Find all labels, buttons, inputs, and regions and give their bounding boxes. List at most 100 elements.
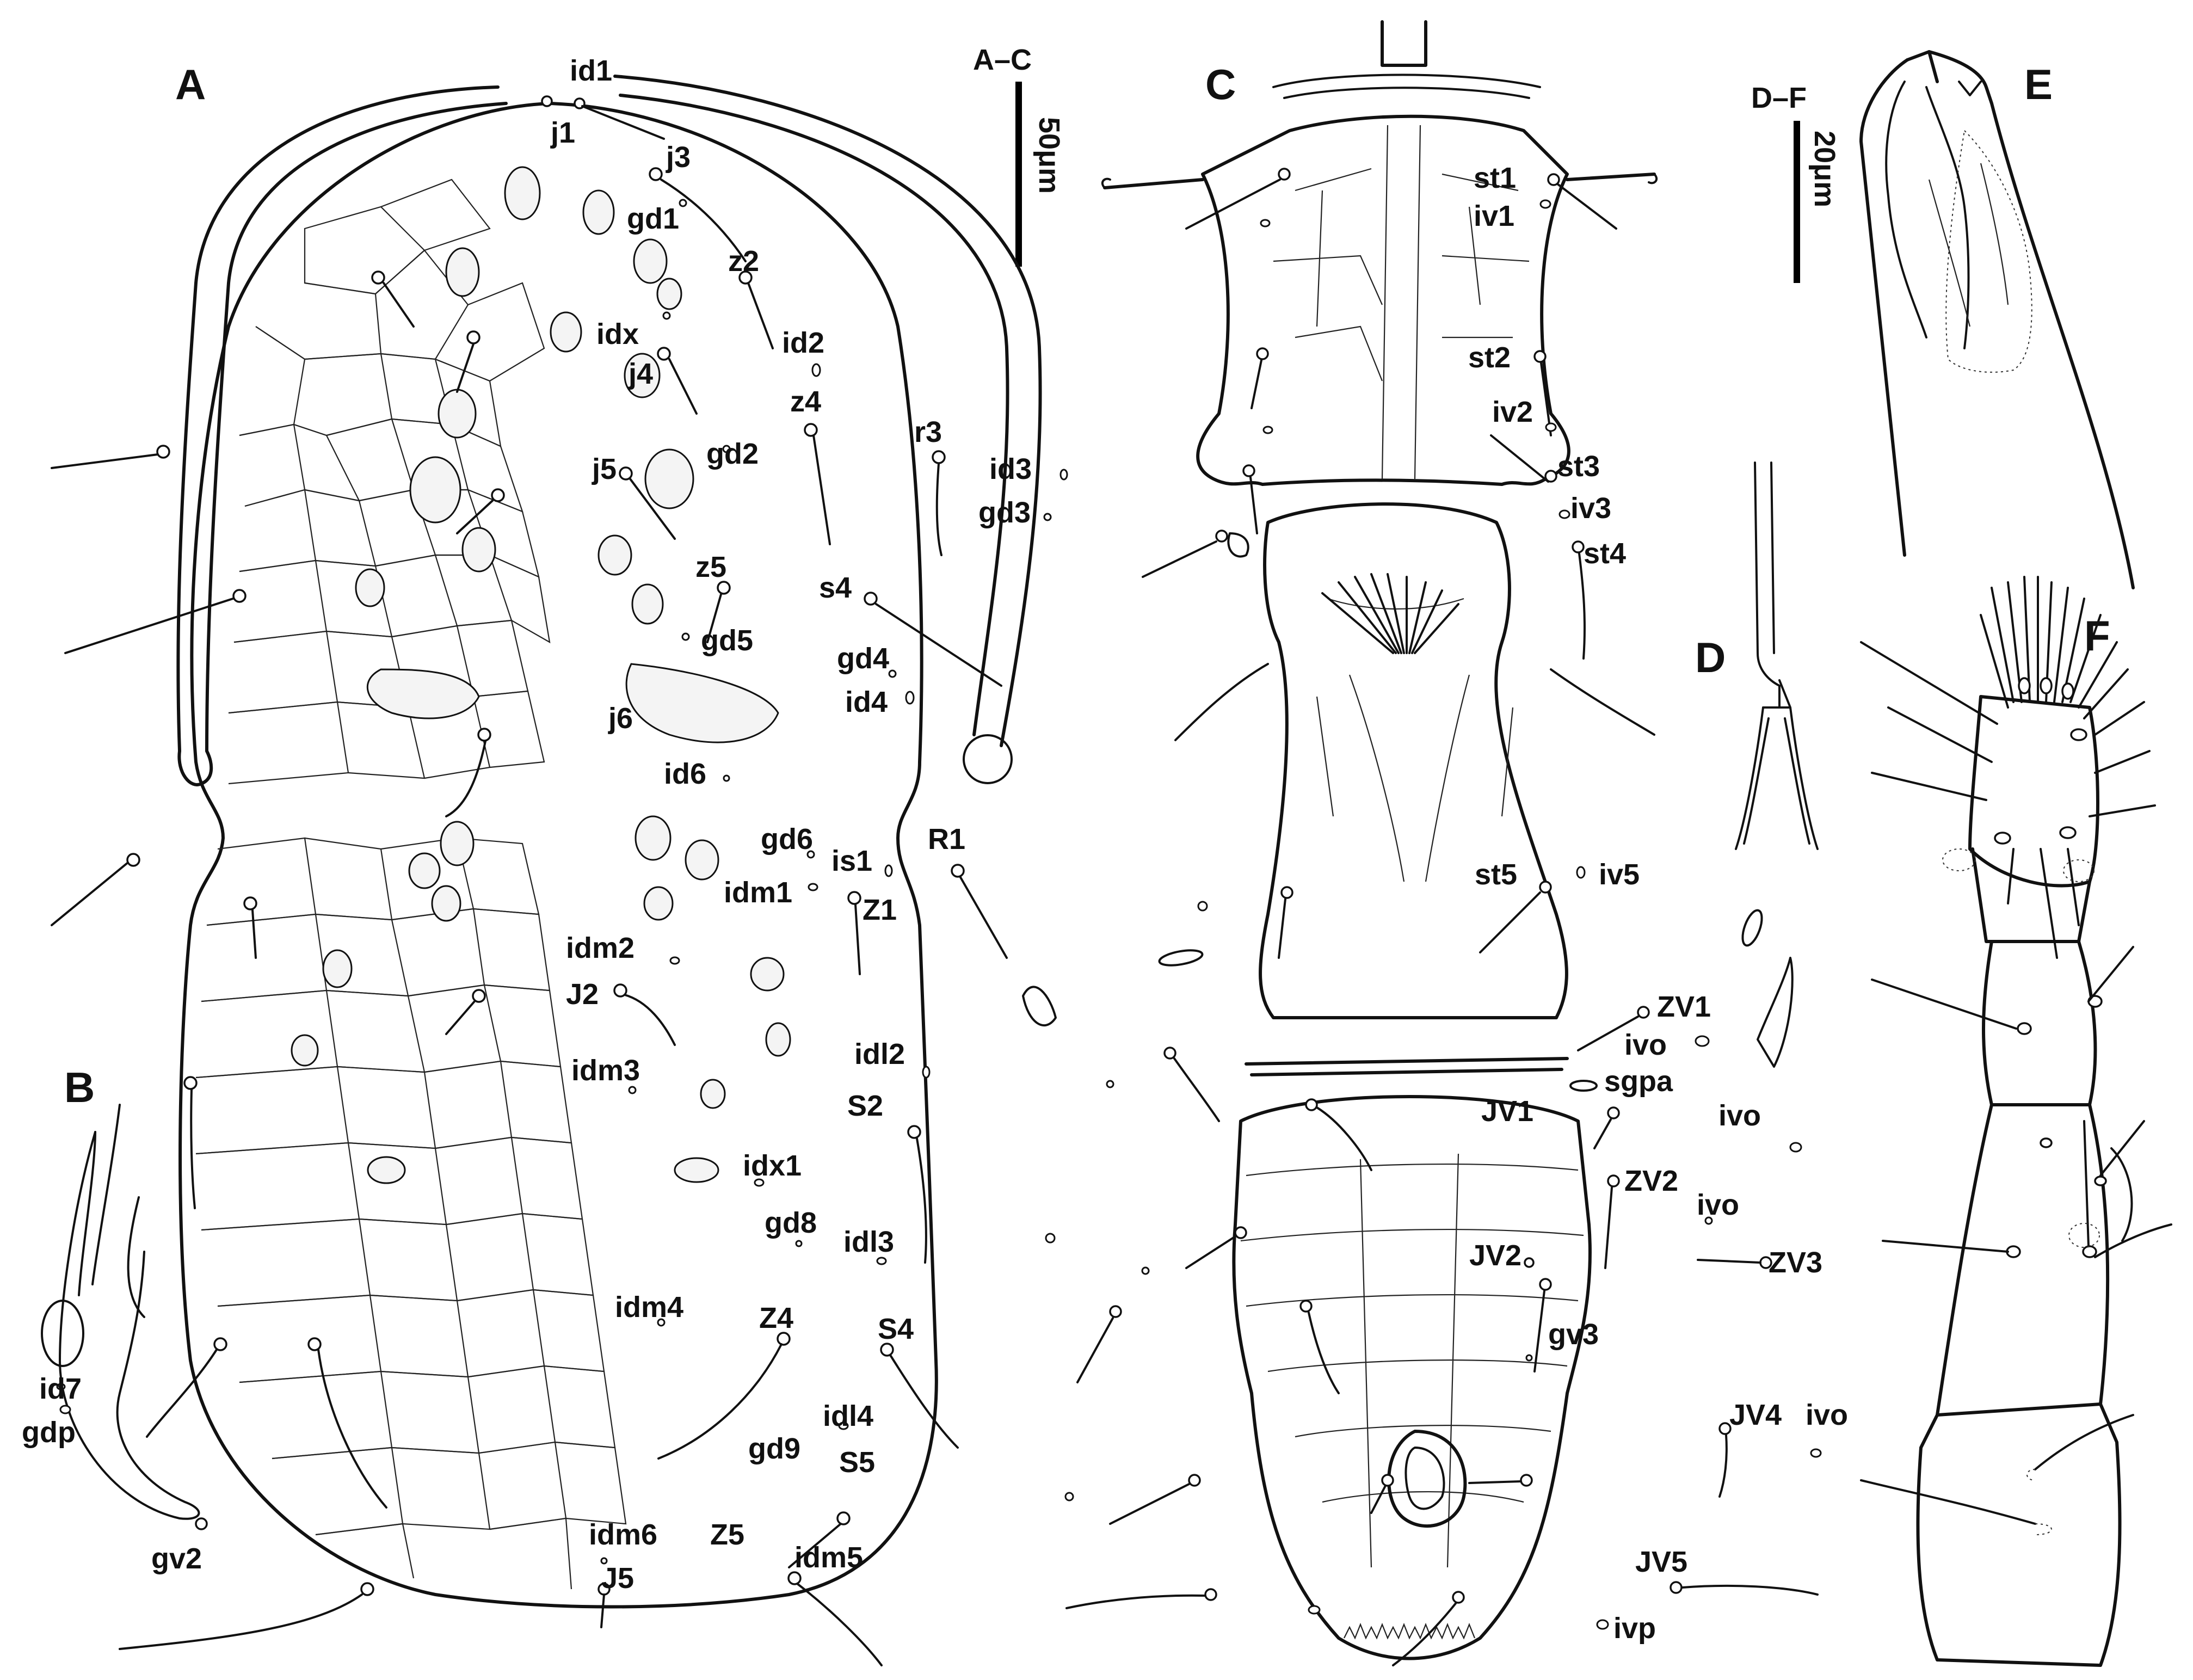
sternal-shield — [1196, 114, 1570, 486]
label-j3: j3 — [666, 141, 691, 174]
label-idm3: idm3 — [571, 1054, 640, 1087]
label-idx1: idx1 — [743, 1149, 802, 1182]
dorsal-pores — [600, 199, 1068, 1565]
label-s4: s4 — [819, 571, 852, 604]
label-j6: j6 — [608, 702, 633, 735]
leg-distal-segment — [1968, 695, 2099, 888]
label-ivo-1: ivo — [1624, 1029, 1667, 1061]
label-idm4: idm4 — [615, 1291, 683, 1324]
label-r1: R1 — [928, 823, 965, 856]
label-z5-upper: Z5 — [710, 1518, 744, 1551]
scale-bar-df-label: D–F — [1751, 82, 1807, 114]
leg-apical-setae — [1860, 576, 2156, 959]
label-jv4: JV4 — [1729, 1399, 1782, 1431]
dorsal-right-lobe — [613, 75, 1042, 747]
label-zv3: ZV3 — [1769, 1246, 1822, 1279]
label-id3: id3 — [989, 453, 1032, 485]
scale-bar-ac: A–C 50μm — [973, 44, 1065, 267]
dorsal-reticulation — [195, 179, 627, 1590]
panel-b-peritreme: id7 gdp gv2 — [22, 1104, 208, 1575]
label-ivp: ivp — [1613, 1612, 1656, 1645]
label-z4: z4 — [790, 385, 821, 418]
label-gd2: gd2 — [706, 438, 759, 470]
label-s5: S5 — [839, 1446, 875, 1479]
ventral-pores — [1045, 199, 1822, 1630]
panel-letter-e: E — [2024, 60, 2053, 108]
label-zv2: ZV2 — [1624, 1165, 1678, 1197]
label-gd1: gd1 — [627, 202, 679, 235]
dorsal-setae — [51, 95, 1008, 1666]
scale-bar-df: D–F 20μm — [1751, 82, 1841, 283]
label-idl4: idl4 — [823, 1400, 873, 1432]
ventrianal-shield — [1232, 1095, 1592, 1660]
label-id2: id2 — [782, 327, 824, 359]
label-z2: z2 — [728, 245, 759, 278]
panel-c-labels: st1 iv1 st2 iv2 st3 iv3 st4 st5 iv5 ZV1 … — [1468, 162, 1848, 1645]
label-j1: j1 — [550, 116, 575, 149]
label-gd3: gd3 — [978, 496, 1031, 529]
genital-shield — [1259, 502, 1568, 1019]
panel-a-labels: id1 j1 j3 gd1 z2 id2 idx j4 z4 r3 gd2 j5… — [550, 54, 1032, 1595]
label-j5-upper: J5 — [601, 1562, 634, 1595]
label-iv1: iv1 — [1474, 200, 1514, 232]
panel-c-ventral: st1 iv1 st2 iv2 st3 iv3 st4 st5 iv5 ZV1 … — [1022, 20, 1848, 1666]
scale-bar-ac-label: A–C — [973, 44, 1032, 76]
label-st4: st4 — [1584, 537, 1626, 570]
panel-letters: A B C D E F — [64, 60, 2110, 1111]
panel-letter-d: D — [1695, 633, 1726, 681]
label-is1: is1 — [831, 845, 872, 877]
label-s4-upper: S4 — [878, 1313, 914, 1345]
label-sgpa: sgpa — [1604, 1065, 1673, 1098]
label-j4: j4 — [628, 358, 653, 390]
label-r3: r3 — [914, 416, 942, 448]
dorsal-gland-patches — [291, 166, 791, 1184]
panel-letter-b: B — [64, 1063, 95, 1111]
label-id1: id1 — [570, 54, 612, 87]
panel-letter-c: C — [1205, 60, 1236, 108]
label-idx: idx — [596, 318, 639, 350]
label-idm5: idm5 — [794, 1541, 863, 1574]
panel-a-dorsal-shield: id1 j1 j3 gd1 z2 id2 idx j4 z4 r3 gd2 j5… — [51, 54, 1068, 1666]
label-iv5: iv5 — [1599, 858, 1640, 891]
label-jv2: JV2 — [1469, 1239, 1521, 1272]
label-s2: S2 — [847, 1090, 883, 1122]
label-ivo-3: ivo — [1697, 1189, 1739, 1221]
label-idm1: idm1 — [724, 876, 792, 909]
label-j5: j5 — [592, 453, 617, 485]
label-gv3: gv3 — [1548, 1318, 1599, 1351]
dorsal-shield-outline — [178, 102, 938, 1609]
label-id6: id6 — [664, 758, 706, 790]
dorsal-right-lobe-tip — [963, 734, 1013, 784]
label-z1: Z1 — [863, 894, 897, 926]
label-gd5: gd5 — [701, 624, 753, 657]
label-gv2: gv2 — [151, 1542, 202, 1575]
panel-d-tritosternum — [1735, 461, 1819, 850]
label-idm6: idm6 — [589, 1518, 657, 1551]
label-jv1: JV1 — [1481, 1095, 1533, 1128]
panel-e-chelicera — [1859, 50, 2135, 589]
label-iv3: iv3 — [1570, 492, 1611, 525]
label-idl2: idl2 — [854, 1038, 905, 1070]
panel-letter-a: A — [175, 60, 206, 108]
label-id7: id7 — [39, 1373, 82, 1405]
label-st2: st2 — [1468, 341, 1511, 374]
label-id4: id4 — [845, 686, 888, 718]
label-ivo-2: ivo — [1718, 1099, 1761, 1132]
label-st3: st3 — [1557, 450, 1600, 483]
label-idl3: idl3 — [843, 1226, 894, 1258]
label-gd6: gd6 — [761, 823, 813, 856]
label-jv5: JV5 — [1635, 1546, 1687, 1578]
label-z4-upper: Z4 — [759, 1302, 793, 1334]
genital-shield-comb — [1321, 573, 1459, 654]
label-z5: z5 — [695, 551, 726, 583]
leg-lateral-setae — [1860, 946, 2172, 1525]
panel-f-leg — [1860, 576, 2172, 1667]
label-idm2: idm2 — [566, 932, 635, 964]
scale-bar-df-length: 20μm — [1808, 131, 1841, 207]
label-gd8: gd8 — [765, 1207, 817, 1239]
ventral-setae — [1065, 168, 1819, 1666]
label-gd9: gd9 — [748, 1432, 800, 1465]
leg-setae-sockets — [1994, 677, 2107, 1258]
label-ivo-4: ivo — [1806, 1399, 1848, 1431]
